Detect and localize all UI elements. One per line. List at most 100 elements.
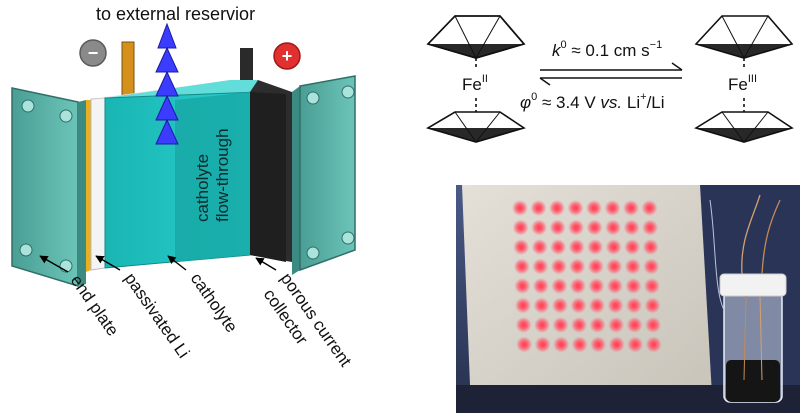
led-grid xyxy=(512,200,662,353)
led xyxy=(536,224,542,231)
positive-terminal-badge: + xyxy=(273,42,301,70)
led xyxy=(555,244,561,250)
arrow-catholyte xyxy=(167,255,187,271)
led xyxy=(556,283,563,289)
led xyxy=(650,322,656,328)
led xyxy=(630,263,636,270)
led xyxy=(632,341,638,348)
led xyxy=(535,205,542,211)
ferrocene-left xyxy=(426,15,526,143)
potential-vs: vs. xyxy=(600,93,622,112)
led xyxy=(594,302,600,309)
led xyxy=(591,205,597,211)
led xyxy=(593,263,599,270)
led xyxy=(558,341,564,348)
led xyxy=(575,302,582,309)
led xyxy=(518,224,524,231)
led xyxy=(631,302,637,309)
led xyxy=(609,205,616,211)
led xyxy=(651,341,657,348)
current-collector xyxy=(250,80,292,262)
led xyxy=(628,205,634,211)
led xyxy=(611,244,617,250)
potential-ref-sup: + xyxy=(640,91,646,103)
label-arrows xyxy=(39,255,277,273)
anode-tab xyxy=(121,41,135,98)
led xyxy=(632,322,638,328)
led xyxy=(521,322,527,328)
led xyxy=(519,283,526,289)
led xyxy=(556,263,562,270)
led xyxy=(554,205,560,211)
led xyxy=(521,341,527,348)
led xyxy=(648,244,654,250)
potential-sup: 0 xyxy=(531,91,537,103)
potential-symbol: φ xyxy=(520,93,531,112)
led xyxy=(612,302,619,309)
led xyxy=(649,302,656,309)
ferrocene-right xyxy=(694,15,794,143)
led xyxy=(557,302,563,309)
flow-arrow-2 xyxy=(155,46,179,73)
photo-board xyxy=(462,185,712,395)
led xyxy=(629,244,635,250)
led xyxy=(630,283,637,289)
led xyxy=(539,322,545,328)
flow-label-line1: catholyte xyxy=(193,154,212,222)
negative-terminal-badge: − xyxy=(79,39,107,67)
rate-value: ≈ 0.1 cm s xyxy=(567,41,650,60)
potential-ref-b: /Li xyxy=(647,93,665,112)
led xyxy=(573,224,579,231)
fe-right-symbol: Fe xyxy=(728,75,748,94)
fe-left: FeII xyxy=(462,73,488,94)
flow-arrow-1 xyxy=(157,22,177,49)
led xyxy=(614,341,620,348)
fe-left-ox: II xyxy=(482,73,488,85)
battery-diagram: to external reservior − + xyxy=(11,4,356,370)
led xyxy=(558,322,564,328)
led xyxy=(538,302,545,309)
led xyxy=(517,205,523,211)
arrow-passivated-li xyxy=(95,255,121,271)
right-end-plate xyxy=(292,75,356,275)
redox-text: FeII FeIII k0 ≈ 0.1 cm s−1 φ0 ≈ 3.4 V vs… xyxy=(462,39,757,112)
label-passivated-li: passivated Li xyxy=(121,269,193,361)
standard-potential: φ0 ≈ 3.4 V vs. Li+/Li xyxy=(520,91,665,112)
left-end-plate xyxy=(11,87,86,288)
vial xyxy=(709,194,787,403)
led xyxy=(574,263,580,270)
rate-sup: 0 xyxy=(561,39,567,51)
led xyxy=(575,283,581,289)
led xyxy=(595,341,601,348)
arrow-collector xyxy=(255,257,277,271)
equilibrium-arrows xyxy=(539,62,683,86)
redox-scheme xyxy=(426,15,794,143)
led xyxy=(592,224,598,231)
led xyxy=(538,283,544,289)
led xyxy=(647,224,653,231)
label-catholyte: catholyte xyxy=(187,269,242,336)
label-end-plate: end plate xyxy=(67,271,123,339)
flow-arrow-3 xyxy=(155,70,179,97)
led xyxy=(572,205,579,211)
led xyxy=(555,224,561,231)
fe-right: FeIII xyxy=(728,73,757,94)
flow-arrows xyxy=(155,22,179,145)
led xyxy=(540,341,546,348)
fe-left-symbol: Fe xyxy=(462,75,482,94)
led xyxy=(610,224,616,231)
rate-symbol: k xyxy=(552,41,562,60)
led xyxy=(537,263,543,270)
rate-unit-exp: −1 xyxy=(650,39,663,51)
led xyxy=(612,283,618,289)
potential-ref-a: Li xyxy=(622,93,640,112)
led xyxy=(519,263,525,270)
separator-layer xyxy=(86,100,91,272)
led xyxy=(518,244,524,250)
led xyxy=(537,244,543,250)
plus-symbol: + xyxy=(282,46,293,66)
led xyxy=(611,263,617,270)
minus-symbol: − xyxy=(88,43,99,63)
led xyxy=(646,205,653,211)
led xyxy=(592,244,598,250)
